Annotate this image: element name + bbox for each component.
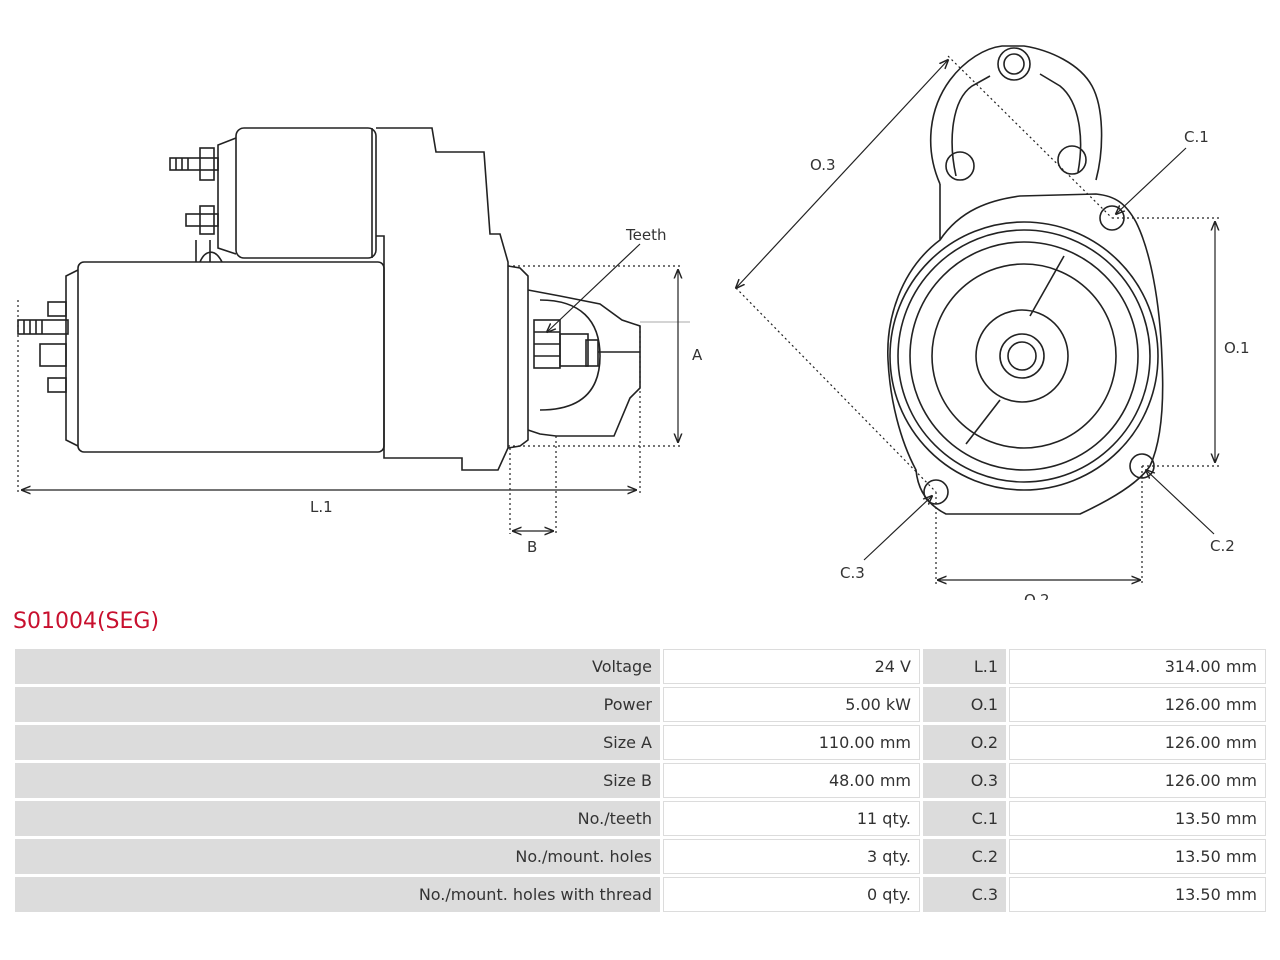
shaft bbox=[1007, 341, 1037, 371]
teeth-leader bbox=[547, 243, 641, 332]
dimension-label: O.3 bbox=[923, 763, 1006, 798]
spec-value: 0 qty. bbox=[663, 877, 920, 912]
side-view-dimensions bbox=[17, 243, 690, 534]
spec-label: No./teeth bbox=[15, 801, 660, 836]
spec-value: 3 qty. bbox=[663, 839, 920, 874]
starter-motor-diagram: Teeth A L.1 B bbox=[17, 45, 1250, 600]
dimension-label: C.3 bbox=[923, 877, 1006, 912]
dimension-label: O.1 bbox=[923, 687, 1006, 722]
drive-housing bbox=[376, 127, 509, 471]
table-row: No./mount. holes with thread 0 qty. C.3 … bbox=[15, 877, 1266, 912]
dimension-value: 13.50 mm bbox=[1009, 801, 1266, 836]
shaft-hub bbox=[975, 309, 1069, 403]
front-view-dimensions bbox=[736, 55, 1220, 584]
spec-label: No./mount. holes bbox=[15, 839, 660, 874]
table-row: Voltage 24 V L.1 314.00 mm bbox=[15, 649, 1266, 684]
dimension-value: 13.50 mm bbox=[1009, 877, 1266, 912]
spec-value: 48.00 mm bbox=[663, 763, 920, 798]
end-cap bbox=[65, 269, 79, 447]
spec-value: 5.00 kW bbox=[663, 687, 920, 722]
label-o3: O.3 bbox=[810, 156, 836, 174]
dimension-value: 314.00 mm bbox=[1009, 649, 1266, 684]
spec-label: Voltage bbox=[15, 649, 660, 684]
dimension-value: 126.00 mm bbox=[1009, 763, 1266, 798]
label-b: B bbox=[527, 538, 537, 556]
dimension-label: L.1 bbox=[923, 649, 1006, 684]
dimension-o3-line bbox=[736, 60, 948, 288]
table-row: Size B 48.00 mm O.3 126.00 mm bbox=[15, 763, 1266, 798]
label-c3: C.3 bbox=[840, 564, 865, 582]
c3-leader bbox=[863, 496, 932, 561]
spec-label: Size B bbox=[15, 763, 660, 798]
dimension-value: 13.50 mm bbox=[1009, 839, 1266, 874]
dimension-label: C.1 bbox=[923, 801, 1006, 836]
motor-body bbox=[77, 261, 385, 453]
spec-label: Size A bbox=[15, 725, 660, 760]
spec-table: Voltage 24 V L.1 314.00 mm Power 5.00 kW… bbox=[12, 646, 1269, 915]
side-view bbox=[17, 127, 641, 471]
mounting-flange bbox=[887, 184, 1164, 515]
spec-label: No./mount. holes with thread bbox=[15, 877, 660, 912]
spec-value: 11 qty. bbox=[663, 801, 920, 836]
label-o2: O.2 bbox=[1024, 591, 1050, 600]
label-c2: C.2 bbox=[1210, 537, 1235, 555]
spec-label: Power bbox=[15, 687, 660, 722]
label-c1: C.1 bbox=[1184, 128, 1209, 146]
housing-outer-ring bbox=[889, 221, 1159, 491]
spec-value: 24 V bbox=[663, 649, 920, 684]
c1-leader bbox=[1116, 147, 1187, 214]
dimension-label: O.2 bbox=[923, 725, 1006, 760]
label-l1: L.1 bbox=[310, 498, 333, 516]
label-o1: O.1 bbox=[1224, 339, 1250, 357]
spec-value: 110.00 mm bbox=[663, 725, 920, 760]
solenoid bbox=[235, 127, 377, 259]
label-teeth: Teeth bbox=[625, 226, 666, 244]
table-row: No./teeth 11 qty. C.1 13.50 mm bbox=[15, 801, 1266, 836]
dimension-value: 126.00 mm bbox=[1009, 687, 1266, 722]
product-title: S01004(SEG) bbox=[13, 609, 160, 634]
label-a: A bbox=[692, 346, 703, 364]
dimension-value: 126.00 mm bbox=[1009, 725, 1266, 760]
front-view bbox=[887, 45, 1164, 515]
pinion-nose bbox=[527, 289, 641, 437]
table-row: No./mount. holes 3 qty. C.2 13.50 mm bbox=[15, 839, 1266, 874]
table-row: Power 5.00 kW O.1 126.00 mm bbox=[15, 687, 1266, 722]
top-mounting-lug bbox=[929, 45, 1103, 185]
table-row: Size A 110.00 mm O.2 126.00 mm bbox=[15, 725, 1266, 760]
dimension-label: C.2 bbox=[923, 839, 1006, 874]
c2-leader bbox=[1146, 470, 1215, 535]
